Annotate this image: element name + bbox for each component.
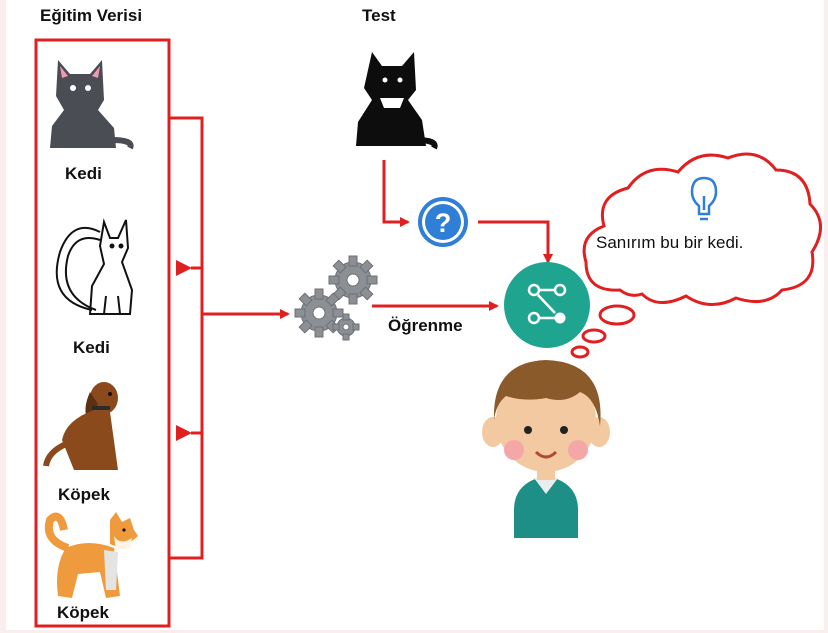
cat-silhouette-icon bbox=[50, 60, 134, 150]
sample-label-1: Kedi bbox=[65, 164, 102, 183]
test-title: Test bbox=[362, 6, 396, 25]
sample-label-2: Kedi bbox=[73, 338, 110, 357]
test-to-question-arrow bbox=[382, 160, 410, 227]
training-data-frame bbox=[34, 38, 171, 628]
shiba-dog-icon bbox=[44, 512, 138, 598]
learning-label: Öğrenme bbox=[388, 316, 463, 335]
bracket-connectors bbox=[169, 116, 290, 560]
thought-cloud bbox=[570, 152, 822, 359]
question-mark-icon: ? bbox=[418, 197, 468, 247]
lightbulb-icon bbox=[690, 176, 718, 221]
cat-outline-icon bbox=[55, 218, 134, 315]
sample-label-3: Köpek bbox=[58, 485, 110, 504]
gears-icon bbox=[294, 255, 378, 341]
diagram-graphics: ? bbox=[34, 38, 822, 628]
svg-text:?: ? bbox=[435, 208, 452, 238]
network-node-icon bbox=[504, 262, 590, 348]
thought-text: Sanırım bu bir kedi. bbox=[596, 233, 744, 252]
arrow-head-lower bbox=[176, 425, 192, 441]
boy-avatar-icon bbox=[482, 360, 610, 538]
training-data-title: Eğitim Verisi bbox=[40, 6, 143, 25]
question-to-model-arrow bbox=[478, 220, 553, 264]
diagram-canvas: ? bbox=[6, 0, 824, 630]
black-cat-icon bbox=[356, 52, 438, 150]
brown-dog-icon bbox=[43, 382, 118, 470]
sample-label-4: Köpek bbox=[57, 603, 109, 622]
arrow-head-upper bbox=[176, 260, 192, 276]
